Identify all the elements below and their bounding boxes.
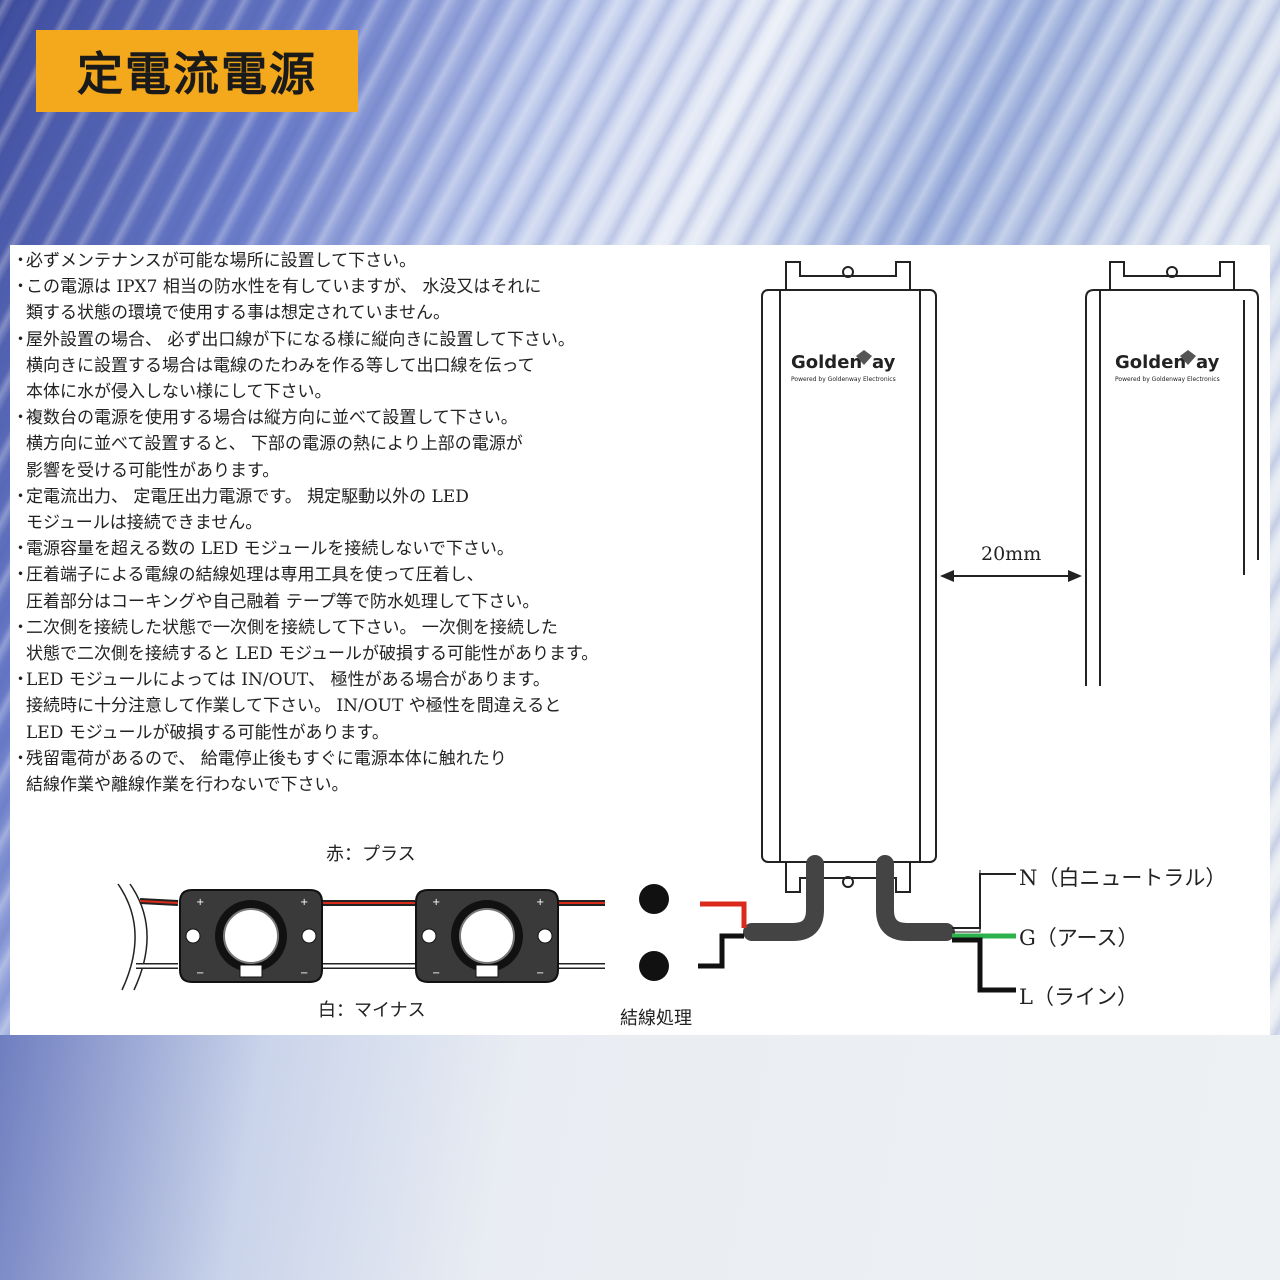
minus-icon: − xyxy=(432,968,440,979)
power-supply-unit-right xyxy=(1085,261,1259,686)
white-minus-label: 白：マイナス xyxy=(318,1000,426,1021)
plus-icon: + xyxy=(196,897,204,908)
note-item: ・屋外設置の場合、 必ず出口線が下になる様に縦向きに設置して下さい。 横向きに設… xyxy=(12,329,575,403)
spacing-dimension-arrow xyxy=(940,570,1082,582)
output-cable-dc xyxy=(698,855,824,969)
note-item: ・必ずメンテナンスが可能な場所に設置して下さい。 xyxy=(12,251,417,271)
led-wire-curve xyxy=(117,883,148,991)
goldenway-w-icon xyxy=(856,350,872,365)
goldenway-w-icon xyxy=(1180,350,1196,365)
minus-icon: − xyxy=(300,968,308,979)
minus-icon: − xyxy=(536,968,544,979)
note-item: ・二次側を接続した状態で一次側を接続して下さい。 一次側を接続した 状態で二次側… xyxy=(12,617,599,665)
spacing-label: 20mm xyxy=(981,543,1041,565)
led-module: + + − − xyxy=(415,889,559,983)
page-title: 定電流電源 xyxy=(77,47,317,101)
plus-icon: + xyxy=(432,897,440,908)
minus-icon: − xyxy=(196,968,204,979)
plus-icon: + xyxy=(536,897,544,908)
led-plus-wire xyxy=(139,898,605,906)
earth-wire-label: G（アース） xyxy=(1019,926,1138,950)
plus-icon: + xyxy=(300,897,308,908)
title-banner: 定電流電源 xyxy=(36,30,358,112)
note-item: ・この電源は IPX7 相当の防水性を有していますが、 水没又はそれに 類する状… xyxy=(12,277,542,324)
brand-logo-right: Golden xyxy=(1115,352,1186,373)
brand-subtitle-right: Powered by Goldenway Electronics xyxy=(1115,376,1220,383)
brand-subtitle-left: Powered by Goldenway Electronics xyxy=(791,376,896,383)
notes-list: ・必ずメンテナンスが可能な場所に設置して下さい。 ・この電源は IPX7 相当の… xyxy=(12,248,652,798)
led-module: + + − − xyxy=(179,889,323,983)
note-item: ・圧着端子による電線の結線処理は専用工具を使って圧着し、 圧着部分はコーキングや… xyxy=(12,565,540,612)
note-item: ・残留電荷があるので、 給電停止後もすぐに電源本体に触れたり 結線作業や離線作業… xyxy=(12,748,507,796)
brand-logo-right-tail: ay xyxy=(1196,352,1220,373)
line-wire-label: L（ライン） xyxy=(1019,985,1138,1009)
red-plus-label: 赤：プラス xyxy=(326,844,416,865)
note-item: ・定電流出力、 定電圧出力電源です。 規定駆動以外の LED モジュールは接続で… xyxy=(12,486,469,534)
junction-dot-plus xyxy=(639,884,669,914)
output-cable-ac xyxy=(876,855,1016,993)
note-item: ・LED モジュールによっては IN/OUT、 極性がある場合があります。 接続… xyxy=(12,670,562,743)
power-supply-unit-left xyxy=(761,261,937,893)
note-item: ・複数台の電源を使用する場合は縦方向に並べて設置して下さい。 横方向に並べて設置… xyxy=(12,408,523,481)
junction-label: 結線処理 xyxy=(620,1008,692,1029)
note-item: ・電源容量を超える数の LED モジュールを接続しないで下さい。 xyxy=(12,539,514,560)
neutral-wire-label: N（白ニュートラル） xyxy=(1019,866,1226,890)
brand-logo-left: Golden xyxy=(791,352,862,373)
brand-logo-left-tail: ay xyxy=(872,352,896,373)
junction-dot-minus xyxy=(639,951,669,981)
background-bottom xyxy=(0,1035,1280,1280)
